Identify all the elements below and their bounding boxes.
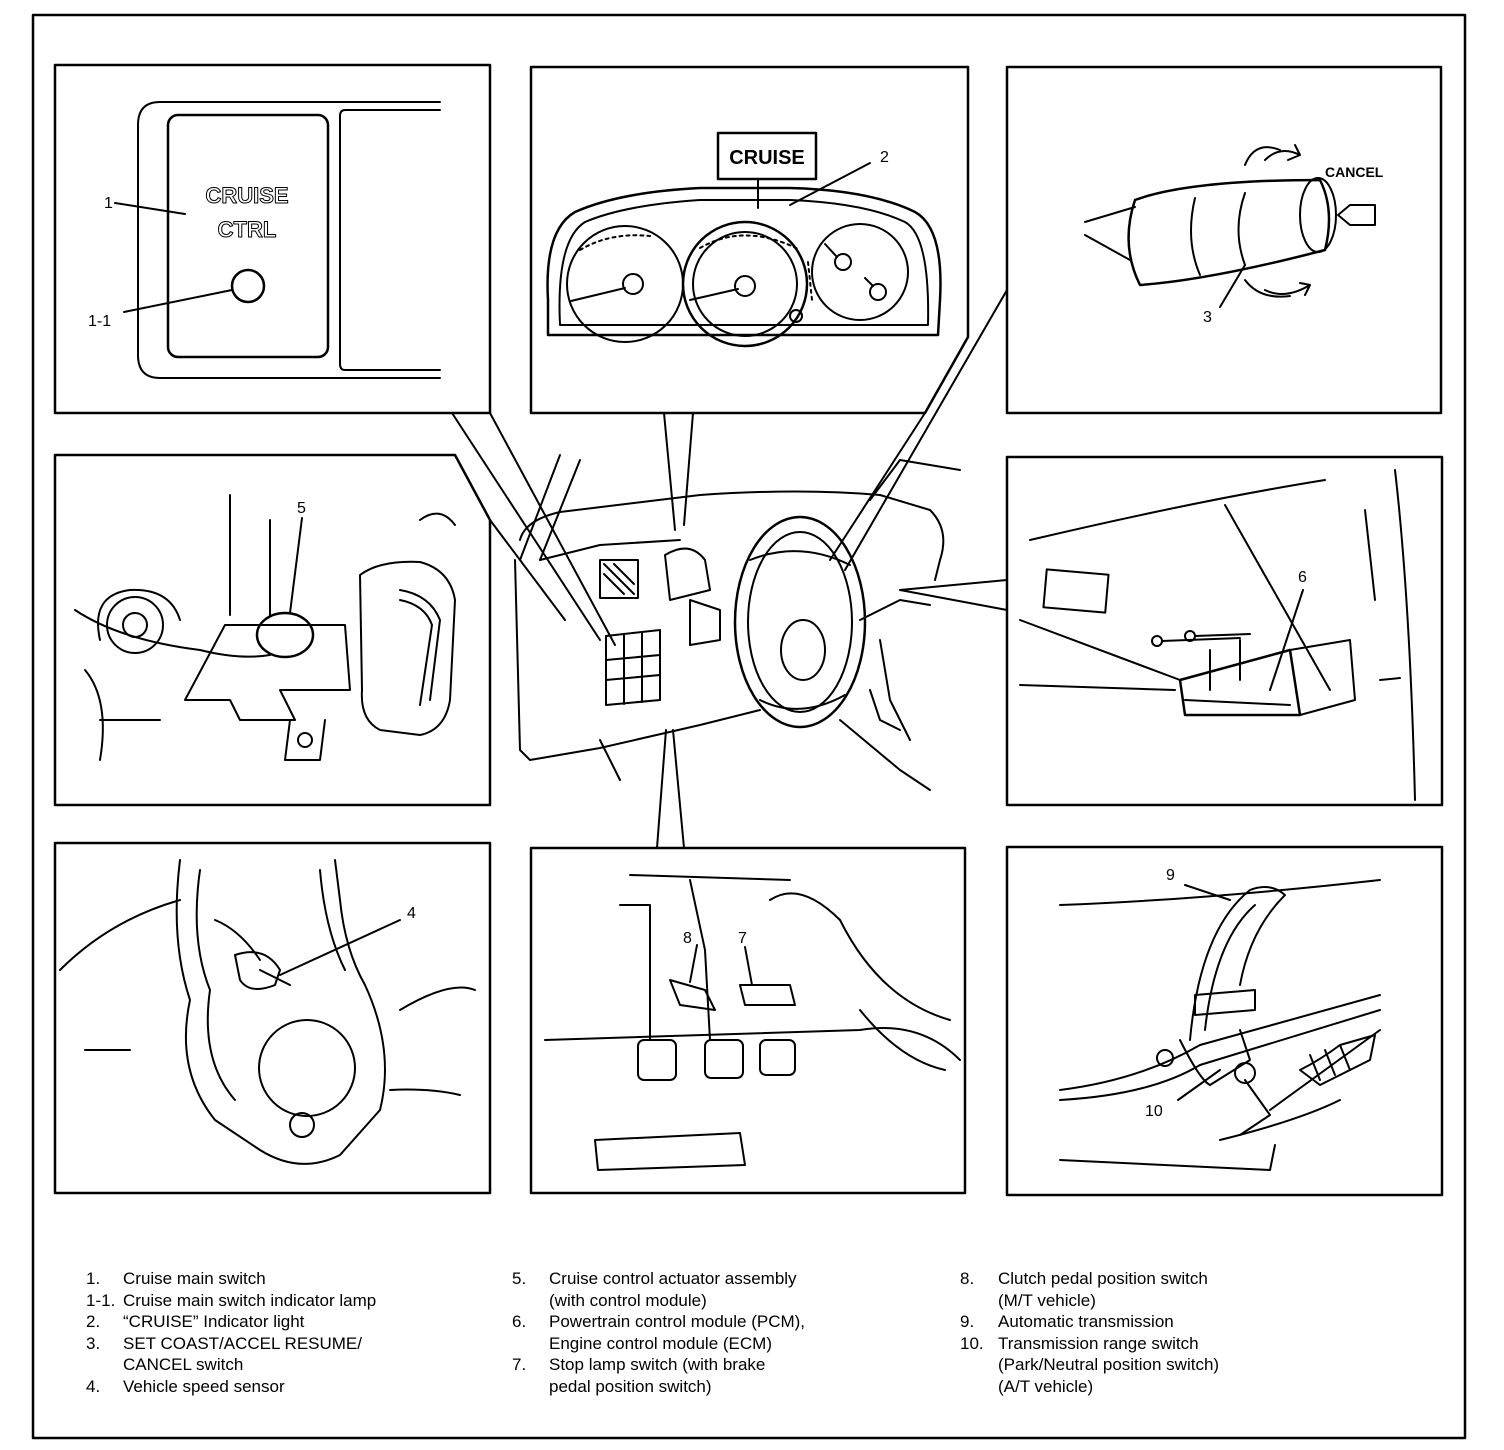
legend-text: SET COAST/ACCEL RESUME/	[123, 1333, 362, 1353]
callout-8: 8	[683, 930, 692, 947]
cruise-label-box	[716, 131, 818, 181]
panel-frame	[53, 841, 492, 1195]
legend-item: (A/T vehicle)	[960, 1376, 1219, 1398]
legend-num: 9.	[960, 1312, 975, 1331]
legend-text: “CRUISE” Indicator light	[123, 1312, 305, 1331]
legend-num: 2.	[86, 1312, 101, 1331]
legend-num: 4.	[86, 1376, 101, 1396]
legend-item: 6. Powertrain control module (PCM),	[512, 1311, 805, 1333]
legend-text: pedal position switch)	[549, 1376, 712, 1396]
panel-frame	[529, 846, 967, 1195]
legend-text: CANCEL switch	[123, 1355, 244, 1374]
legend-text: Automatic transmission	[998, 1312, 1174, 1331]
callout-9: 9	[1166, 867, 1175, 884]
legend-item: pedal position switch)	[512, 1376, 805, 1398]
legend-num	[512, 1376, 549, 1398]
legend-text: (A/T vehicle)	[998, 1376, 1094, 1396]
panel-stalk-switch: CANCEL 3	[1005, 65, 1443, 415]
callout-5: 5	[297, 500, 306, 517]
panel-transmission: 9 10	[1005, 845, 1444, 1197]
legend-item: 4. Vehicle speed sensor	[86, 1376, 376, 1398]
panel-frame	[529, 65, 970, 415]
legend-num	[512, 1290, 549, 1312]
callout-7: 7	[738, 930, 747, 947]
panel-pcm-ecm: 6	[1005, 455, 1444, 807]
legend-text: Powertrain control module (PCM),	[549, 1312, 806, 1331]
legend-text: (with control module)	[549, 1290, 707, 1310]
legend-text: (M/T vehicle)	[998, 1290, 1096, 1310]
legend-column-3: 8. Clutch pedal position switch (M/T vehi…	[960, 1268, 1219, 1397]
legend-item: (M/T vehicle)	[960, 1290, 1219, 1312]
legend-num	[512, 1333, 549, 1355]
switch-label-cruise: CRUISE	[205, 183, 288, 208]
callout-4: 4	[407, 905, 416, 922]
legend-text: Vehicle speed sensor	[123, 1376, 285, 1396]
legend-item: 9. Automatic transmission	[960, 1311, 1219, 1333]
legend-num	[86, 1354, 123, 1376]
legend-text: Clutch pedal position switch	[998, 1269, 1208, 1288]
legend-num	[960, 1354, 998, 1376]
indicator-lamp	[230, 268, 266, 304]
callout-6: 6	[1298, 569, 1307, 586]
panel-frame	[1005, 65, 1443, 415]
legend-item: (with control module)	[512, 1290, 805, 1312]
callout-1: 1	[104, 195, 113, 212]
panel-frame	[53, 453, 492, 807]
legend-text: Cruise main switch	[123, 1269, 266, 1288]
stalk-cancel-label: CANCEL	[1325, 164, 1384, 180]
switch-label-ctrl: CTRL	[218, 217, 277, 242]
dashboard-overview	[451, 289, 1008, 849]
panel-frame	[1005, 455, 1444, 807]
legend-text: Engine control module (ECM)	[549, 1333, 772, 1353]
legend-item: 1-1. Cruise main switch indicator lamp	[86, 1290, 376, 1312]
legend-text: Stop lamp switch (with brake	[549, 1355, 766, 1374]
legend-item: CANCEL switch	[86, 1354, 376, 1376]
legend-text: (Park/Neutral position switch)	[998, 1355, 1220, 1374]
callout-1-1: 1-1	[88, 313, 111, 330]
legend-num: 8.	[960, 1269, 975, 1288]
legend-num: 5.	[512, 1269, 527, 1288]
legend-item: 8. Clutch pedal position switch	[960, 1268, 1219, 1290]
panel-frame	[1005, 845, 1444, 1197]
legend-item: 3. SET COAST/ACCEL RESUME/	[86, 1333, 376, 1355]
legend-text: Transmission range switch	[998, 1333, 1199, 1353]
callout-10: 10	[1145, 1103, 1163, 1120]
legend-num: 1-1.	[86, 1290, 116, 1310]
panel-cruise-indicator: CRUISE 2	[529, 65, 970, 415]
legend-item: Engine control module (ECM)	[512, 1333, 805, 1355]
legend-num: 3.	[86, 1333, 101, 1353]
panel-cruise-main-switch: CRUISE CTRL 1 1-1	[53, 63, 492, 415]
legend-column-1: 1. Cruise main switch 1-1. Cruise main swi…	[86, 1268, 376, 1397]
legend-text: Cruise main switch indicator lamp	[123, 1290, 377, 1310]
legend-item: 5. Cruise control actuator assembly	[512, 1268, 805, 1290]
legend-text: Cruise control actuator assembly	[549, 1269, 797, 1288]
panel-pedal-switches: 8 7	[529, 846, 967, 1195]
legend-num	[960, 1290, 998, 1312]
legend-item: 1. Cruise main switch	[86, 1268, 376, 1290]
panel-actuator: 5	[53, 453, 492, 807]
legend-num: 7.	[512, 1355, 527, 1374]
legend-num: 6.	[512, 1312, 527, 1331]
legend-num: 10.	[960, 1333, 984, 1353]
legend-item: (Park/Neutral position switch)	[960, 1354, 1219, 1376]
callout-3: 3	[1203, 309, 1212, 326]
outer-frame	[31, 13, 1467, 1440]
cluster-label-cruise: CRUISE	[729, 147, 805, 169]
legend-num: 1.	[86, 1269, 101, 1288]
legend-item: 2. “CRUISE” Indicator light	[86, 1311, 376, 1333]
legend-item: 10. Transmission range switch	[960, 1333, 1219, 1355]
legend-item: 7. Stop lamp switch (with brake	[512, 1354, 805, 1376]
legend-column-2: 5. Cruise control actuator assembly (with…	[512, 1268, 805, 1397]
panel-speed-sensor: 4	[53, 841, 492, 1195]
callout-2: 2	[880, 149, 889, 166]
legend-num	[960, 1376, 998, 1398]
switch-plate	[166, 113, 330, 359]
